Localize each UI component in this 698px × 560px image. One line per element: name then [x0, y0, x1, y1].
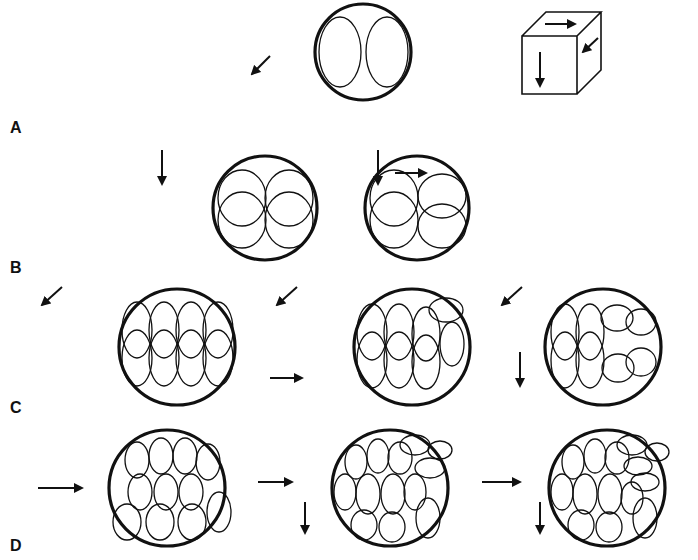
row-label: A	[10, 120, 22, 136]
row-label: B	[10, 260, 22, 276]
embryo-16-cell	[332, 430, 452, 546]
orientation-cube	[522, 12, 601, 94]
embryo-8-cell	[354, 289, 470, 405]
row-label: D	[10, 538, 22, 554]
row-label: C	[10, 400, 22, 416]
embryo-8-cell	[119, 289, 235, 405]
embryo-8-cell	[545, 289, 661, 405]
embryo-16-cell	[109, 430, 231, 546]
embryo-2-cell	[315, 4, 411, 100]
cleavage-arrows	[38, 56, 540, 533]
embryo-16-cell	[549, 430, 669, 546]
embryo-4-cell	[365, 156, 469, 260]
embryo-4-cell	[213, 156, 317, 260]
